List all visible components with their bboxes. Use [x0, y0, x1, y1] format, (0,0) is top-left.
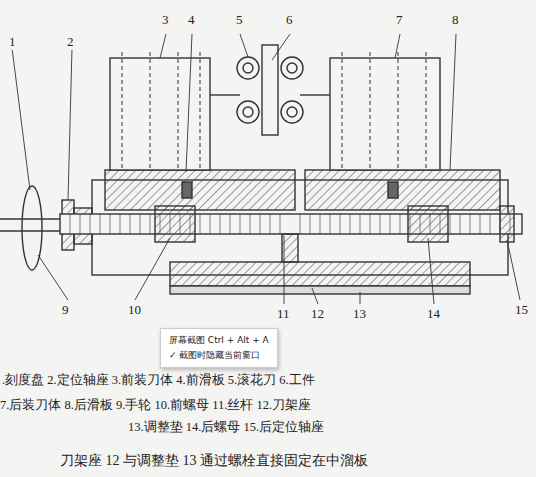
callout-number: 12 — [310, 306, 325, 322]
screenshot-popup: 屏幕截图 Ctrl + Alt + A✓ 截图时隐藏当前窗口 — [160, 328, 278, 368]
callout-number: 14 — [426, 306, 441, 322]
caption-text: 刀架座 12 与调整垫 13 通过螺栓直接固定在中溜板 — [60, 452, 368, 470]
callout-number: 15 — [514, 302, 529, 318]
callout-number: 7 — [395, 12, 404, 28]
caption-text: 13.调整垫 14.后螺母 15.后定位轴座 — [128, 419, 324, 436]
popup-text: ✓ 截图时隐藏当前窗口 — [169, 348, 269, 363]
callout-number: 6 — [285, 12, 294, 28]
popup-text: 屏幕截图 Ctrl + Alt + A — [169, 333, 269, 348]
callout-number: 4 — [187, 12, 196, 28]
callout-number: 9 — [61, 302, 70, 318]
callout-number: 2 — [66, 34, 75, 50]
callout-number: 3 — [161, 12, 170, 28]
caption-text: 7.后装刀体 8.后滑板 9.手轮 10.前螺母 11.丝杆 12.刀架座 — [0, 397, 311, 414]
callout-number: 11 — [276, 306, 291, 322]
caption-text: .刻度盘 2.定位轴座 3.前装刀体 4.前滑板 5.滚花刀 6.工件 — [2, 372, 315, 389]
callout-number: 8 — [451, 12, 460, 28]
callout-number: 10 — [127, 302, 142, 318]
callout-number: 5 — [235, 12, 244, 28]
callout-number: 13 — [352, 306, 367, 322]
callout-number: 1 — [8, 34, 17, 50]
